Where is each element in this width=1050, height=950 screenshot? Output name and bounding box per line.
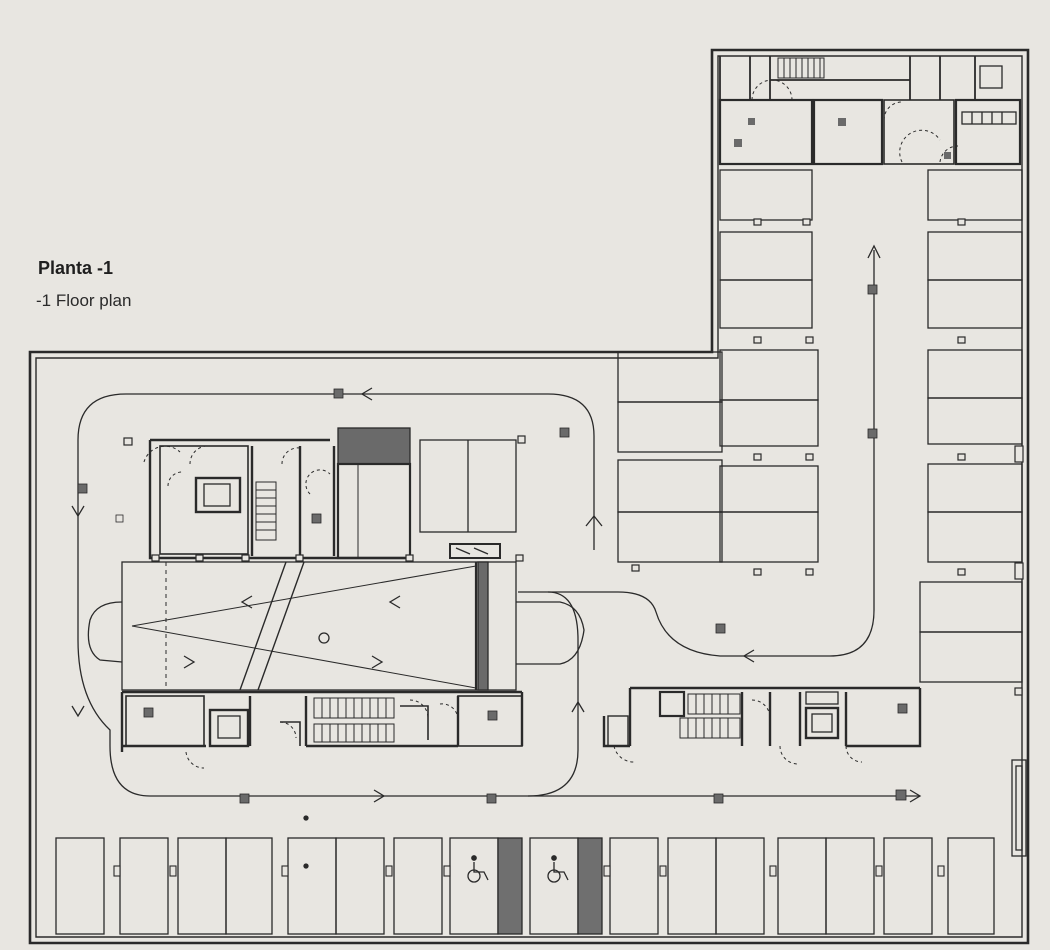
stair-icon	[255, 481, 277, 541]
ramp	[121, 561, 517, 691]
column-marker-icon	[77, 284, 908, 804]
east-parking-bays	[617, 169, 1024, 696]
west-core-upper	[123, 427, 526, 562]
south-parking-bays	[55, 759, 1027, 935]
wheelchair-icon	[547, 855, 569, 883]
west-core-lower	[120, 690, 524, 769]
wheelchair-icon	[467, 855, 489, 883]
column-marker-icon	[734, 118, 951, 159]
outer-walls	[28, 48, 1030, 945]
stair-icon	[313, 697, 395, 743]
plan-subtitle: -1 Floor plan	[36, 291, 132, 310]
circulation-arrow-icon	[71, 244, 922, 803]
plan-title: Planta -1	[38, 258, 114, 278]
northeast-core	[718, 56, 1022, 166]
circulation-routes	[77, 250, 920, 797]
stair-icon	[679, 693, 741, 739]
stair-icon	[777, 57, 825, 79]
east-central-core	[602, 686, 922, 765]
